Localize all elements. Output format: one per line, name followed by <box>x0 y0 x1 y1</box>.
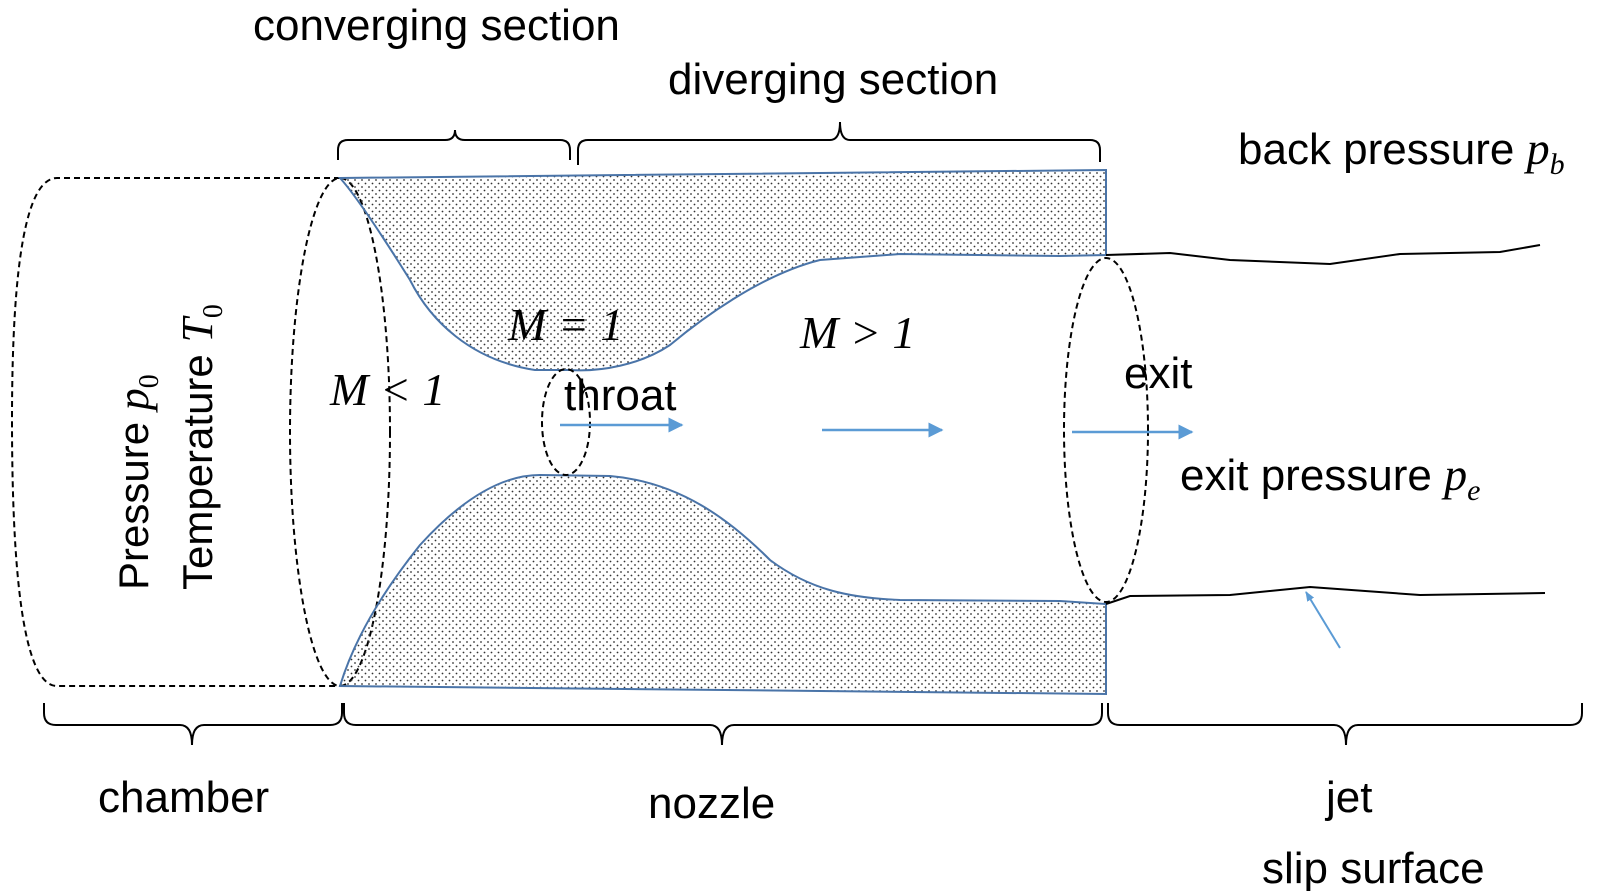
converging-section-label: converging section <box>253 1 620 50</box>
slip-surface-label: slip surface <box>1262 844 1485 891</box>
nozzle-brace <box>343 703 1103 746</box>
jet-upper-boundary <box>1105 244 1541 266</box>
exit-ellipse <box>1063 257 1149 603</box>
exit-label: exit <box>1124 349 1192 398</box>
nozzle-upper-wall <box>337 168 1107 372</box>
nozzle-lower-wall <box>338 473 1107 696</box>
diverging-brace <box>577 121 1101 165</box>
slip-surface-pointer-arrow <box>1305 591 1341 649</box>
mach-supersonic-label: M > 1 <box>799 307 915 358</box>
braces <box>43 121 1583 746</box>
chamber-nozzle-interface-ellipse <box>289 177 391 687</box>
jet-brace <box>1107 703 1583 746</box>
throat-ellipse <box>541 368 591 476</box>
throat-label: throat <box>564 371 677 420</box>
flow-arrows <box>560 417 1341 649</box>
chamber-cylinder <box>10 177 391 687</box>
pressure-label: Pressure p0 <box>109 374 165 590</box>
mach-sonic-label: M = 1 <box>507 299 623 350</box>
jet-label: jet <box>1324 773 1372 822</box>
nozzle-label: nozzle <box>648 779 775 828</box>
chamber-conditions: Pressure p0 <box>109 374 165 590</box>
exit-pressure-label: exit pressure pe <box>1180 449 1480 507</box>
mach-subsonic-label: M < 1 <box>329 364 445 415</box>
back-pressure-label: back pressure pb <box>1238 123 1565 181</box>
diverging-section-label: diverging section <box>668 55 998 104</box>
jet-lower-boundary <box>1105 585 1546 605</box>
chamber-brace <box>43 703 343 746</box>
chamber-body <box>10 177 340 687</box>
converging-brace <box>337 129 571 160</box>
temperature-label: Temperature T0 <box>173 304 229 590</box>
chamber-label: chamber <box>98 773 269 822</box>
chamber-temperature: Temperature T0 <box>173 304 229 590</box>
